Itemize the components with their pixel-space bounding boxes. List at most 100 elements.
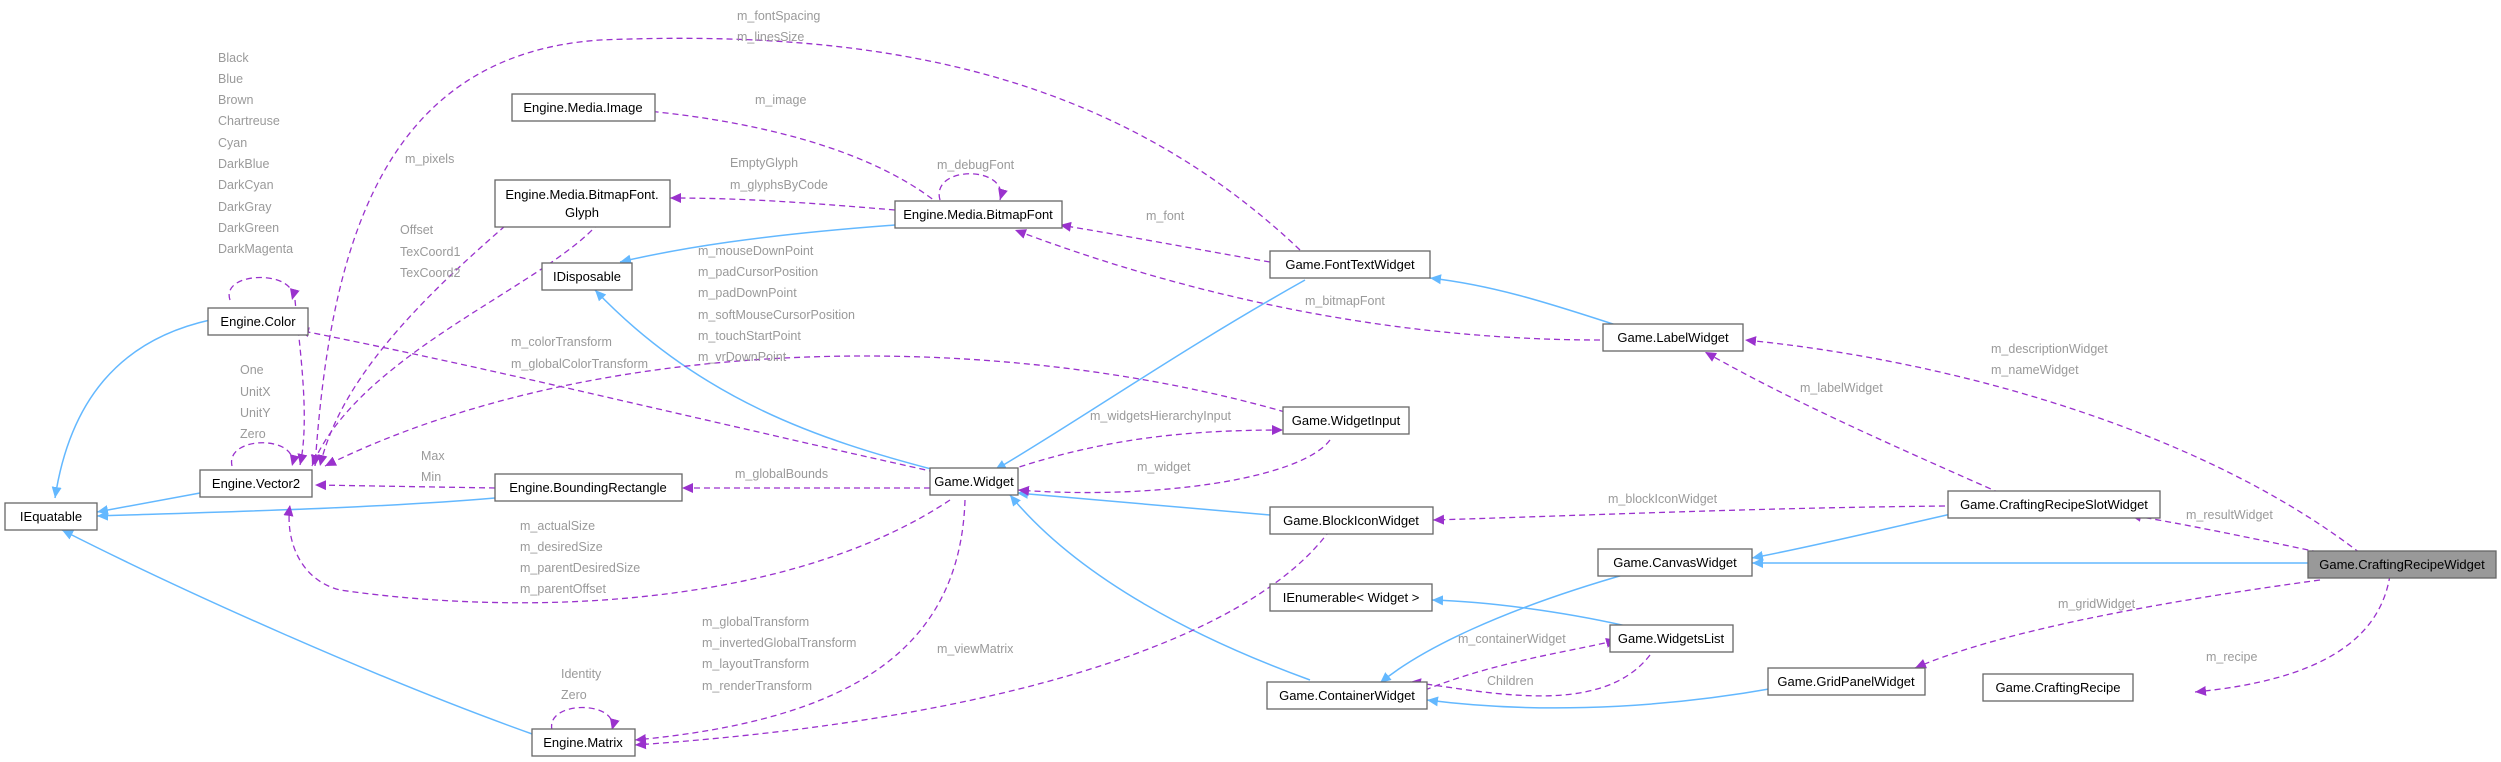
edge-recipewidget-slot <box>2129 511 2319 553</box>
m-debug-font-label: m_debugFont <box>937 158 1015 172</box>
node-game-widgetslist[interactable]: Game.WidgetsList <box>1609 624 1734 653</box>
m-global-bounds-label: m_globalBounds <box>735 467 828 481</box>
max-min-label: Max <box>421 449 445 463</box>
node-label: Game.WidgetsList <box>1618 631 1725 646</box>
glyph-field-label: Offset <box>400 223 434 237</box>
input-point-label: m_softMouseCursorPosition <box>698 308 855 322</box>
matrix-field-label: m_layoutTransform <box>702 657 809 671</box>
edge-bounding-vector2 <box>314 480 496 491</box>
edge-bitmapfont-glyph <box>669 193 896 211</box>
node-game-craftingrecipewidget[interactable]: Game.CraftingRecipeWidget <box>2307 550 2497 579</box>
node-engine-color[interactable]: Engine.Color <box>207 307 309 336</box>
node-label: Engine.Media.BitmapFont. <box>505 187 658 202</box>
m-recipe-label: m_recipe <box>2206 650 2257 664</box>
m-font-label: m_font <box>1146 209 1185 223</box>
node-engine-matrix[interactable]: Engine.Matrix <box>531 728 636 757</box>
color-static-label: Cyan <box>218 136 247 150</box>
edge-canvas-container <box>1379 572 1631 684</box>
m-grid-widget-label: m_gridWidget <box>2058 597 2136 611</box>
edge-widgetslist-container <box>1409 654 1651 697</box>
vector2-static-label: UnitY <box>240 406 271 420</box>
glyph-field-label: TexCoord2 <box>400 266 460 280</box>
node-label: Game.LabelWidget <box>1617 330 1729 345</box>
node-label: Glyph <box>565 205 599 220</box>
node-label: IDisposable <box>553 269 621 284</box>
node-label: Engine.BoundingRectangle <box>509 480 667 495</box>
edge-widget-matrix <box>634 499 966 744</box>
m-container-widget-label: m_containerWidget <box>1458 632 1566 646</box>
edge-recipewidget-recipe <box>2194 574 2391 696</box>
edge-bounding-iequatable <box>96 497 496 521</box>
edge-container-widgetslist <box>1424 638 1618 691</box>
input-point-label: m_vrDownPoint <box>698 350 787 364</box>
node-idisposable[interactable]: IDisposable <box>541 262 633 291</box>
node-label: Game.Widget <box>934 474 1014 489</box>
color-static-label: DarkGray <box>218 200 272 214</box>
node-label: Game.BlockIconWidget <box>1283 513 1419 528</box>
edge-widget-vector2 <box>283 499 951 604</box>
node-label: IEnumerable< Widget > <box>1283 590 1420 605</box>
node-engine-media-image[interactable]: Engine.Media.Image <box>511 93 656 122</box>
node-label: Game.FontTextWidget <box>1285 257 1415 272</box>
edge-glyph-vector2 <box>317 225 506 467</box>
node-game-blockiconwidget[interactable]: Game.BlockIconWidget <box>1269 506 1434 535</box>
description-name-label: m_nameWidget <box>1991 363 2079 377</box>
inheritance-edges <box>51 224 2308 736</box>
node-game-craftingrecipeslotwidget[interactable]: Game.CraftingRecipeSlotWidget <box>1947 490 2161 519</box>
node-engine-media-bitmapfont[interactable]: Engine.Media.BitmapFont <box>894 200 1063 229</box>
m-result-widget-label: m_resultWidget <box>2186 508 2273 522</box>
edge-container-widget <box>1009 494 1311 681</box>
color-static-label: DarkGreen <box>218 221 279 235</box>
node-label: Game.ContainerWidget <box>1279 688 1415 703</box>
color-static-label: DarkCyan <box>218 178 274 192</box>
node-label: Game.CraftingRecipeWidget <box>2319 557 2485 572</box>
edge-vector2-iequatable <box>96 492 201 515</box>
node-label: Game.GridPanelWidget <box>1777 674 1915 689</box>
m-label-widget-label: m_labelWidget <box>1800 381 1883 395</box>
widget-size-label: m_actualSize <box>520 519 595 533</box>
node-game-canvaswidget[interactable]: Game.CanvasWidget <box>1597 548 1753 577</box>
color-static-label: Blue <box>218 72 243 86</box>
vector2-static-label: Zero <box>240 427 266 441</box>
node-game-widget[interactable]: Game.Widget <box>929 467 1019 496</box>
node-game-labelwidget[interactable]: Game.LabelWidget <box>1602 323 1744 352</box>
node-label: Engine.Media.BitmapFont <box>903 207 1053 222</box>
glyph-field-label: TexCoord1 <box>400 245 460 259</box>
edge-fonttext-vector2 <box>310 37 1301 467</box>
node-game-fonttextwidget[interactable]: Game.FontTextWidget <box>1269 250 1431 279</box>
node-game-containerwidget[interactable]: Game.ContainerWidget <box>1266 681 1428 710</box>
node-iequatable[interactable]: IEquatable <box>4 502 98 531</box>
m-image-label: m_image <box>755 93 806 107</box>
edge-fonttext-widget <box>994 279 1306 471</box>
node-game-craftingrecipe[interactable]: Game.CraftingRecipe <box>1982 673 2134 702</box>
node-label: Engine.Matrix <box>543 735 623 750</box>
node-game-gridpanelwidget[interactable]: Game.GridPanelWidget <box>1767 667 1926 696</box>
node-label: Engine.Media.Image <box>523 100 642 115</box>
class-nodes: IEquatable Engine.Vector2 Engine.Color E… <box>4 93 2497 757</box>
m-widget-label: m_widget <box>1137 460 1191 474</box>
edge-widget-widgetinput <box>1009 425 1284 471</box>
edge-label-fonttext <box>1429 274 1626 329</box>
description-name-label: m_descriptionWidget <box>1991 342 2108 356</box>
node-label: Engine.Color <box>220 314 296 329</box>
matrix-field-label: m_invertedGlobalTransform <box>702 636 856 650</box>
node-game-widgetinput[interactable]: Game.WidgetInput <box>1282 406 1410 435</box>
edge-image-vector2 <box>311 214 606 467</box>
input-point-label: m_padCursorPosition <box>698 265 818 279</box>
edge-fonttext-bitmapfont <box>1059 221 1271 263</box>
vector2-static-label: One <box>240 363 264 377</box>
glyph-ref-label: m_glyphsByCode <box>730 178 828 192</box>
font-spacing-label: m_fontSpacing <box>737 9 820 23</box>
input-point-label: m_touchStartPoint <box>698 329 801 343</box>
edge-widget-idisposable <box>594 289 936 471</box>
children-label: Children <box>1487 674 1534 688</box>
node-engine-bounding-rectangle[interactable]: Engine.BoundingRectangle <box>494 473 683 502</box>
max-min-label: Min <box>421 470 441 484</box>
edge-labels: Black Blue Brown Chartreuse Cyan DarkBlu… <box>218 9 2273 702</box>
input-point-label: m_padDownPoint <box>698 286 797 300</box>
edge-label-bitmapfont <box>1014 229 1601 341</box>
node-ienumerable-widget[interactable]: IEnumerable< Widget > <box>1269 583 1433 612</box>
node-engine-vector2[interactable]: Engine.Vector2 <box>199 469 313 498</box>
node-engine-bitmapfont-glyph[interactable]: Engine.Media.BitmapFont. Glyph <box>494 179 671 228</box>
edge-matrix-self <box>551 706 620 731</box>
